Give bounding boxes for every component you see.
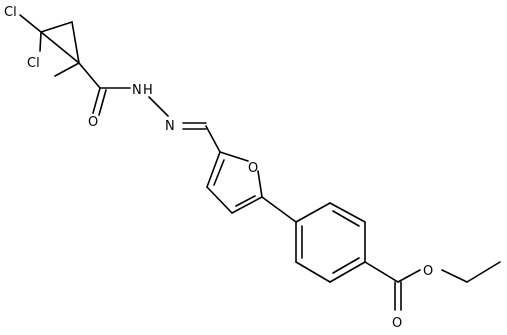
bond	[332, 210, 360, 227]
atom-label-o-amide: O	[88, 115, 98, 130]
bond	[295, 261, 331, 283]
atom-label-cl2: Cl	[27, 56, 40, 71]
bond	[213, 159, 225, 186]
atom-label-n1: N	[132, 83, 142, 98]
bond	[19, 14, 42, 33]
bond	[219, 151, 249, 162]
bond	[40, 21, 73, 33]
bond	[206, 186, 233, 214]
bond	[329, 202, 366, 223]
bond	[235, 195, 256, 207]
bond	[257, 170, 263, 198]
bond	[78, 62, 101, 89]
bond	[40, 31, 80, 64]
bond	[332, 257, 360, 274]
atom-label-n2: N	[165, 119, 175, 134]
atom-label-cl1: Cl	[4, 5, 17, 20]
bond	[148, 96, 169, 117]
atom-label-o-carbonyl: O	[392, 316, 402, 331]
bond	[466, 261, 501, 283]
bond	[295, 202, 331, 223]
atom-label-o-ester: O	[423, 264, 433, 279]
atom-label-h: H	[143, 83, 153, 98]
bond	[329, 261, 366, 283]
bond	[205, 125, 221, 153]
bond	[92, 87, 101, 114]
bond	[98, 89, 107, 116]
bond	[364, 261, 399, 283]
bond	[206, 151, 221, 188]
bond	[397, 269, 421, 283]
bond	[54, 62, 80, 77]
bond	[39, 31, 42, 52]
bond	[441, 269, 468, 283]
bond	[261, 196, 297, 223]
atom-label-o-furan: O	[248, 161, 258, 176]
bond	[231, 196, 263, 214]
bond	[71, 21, 80, 64]
